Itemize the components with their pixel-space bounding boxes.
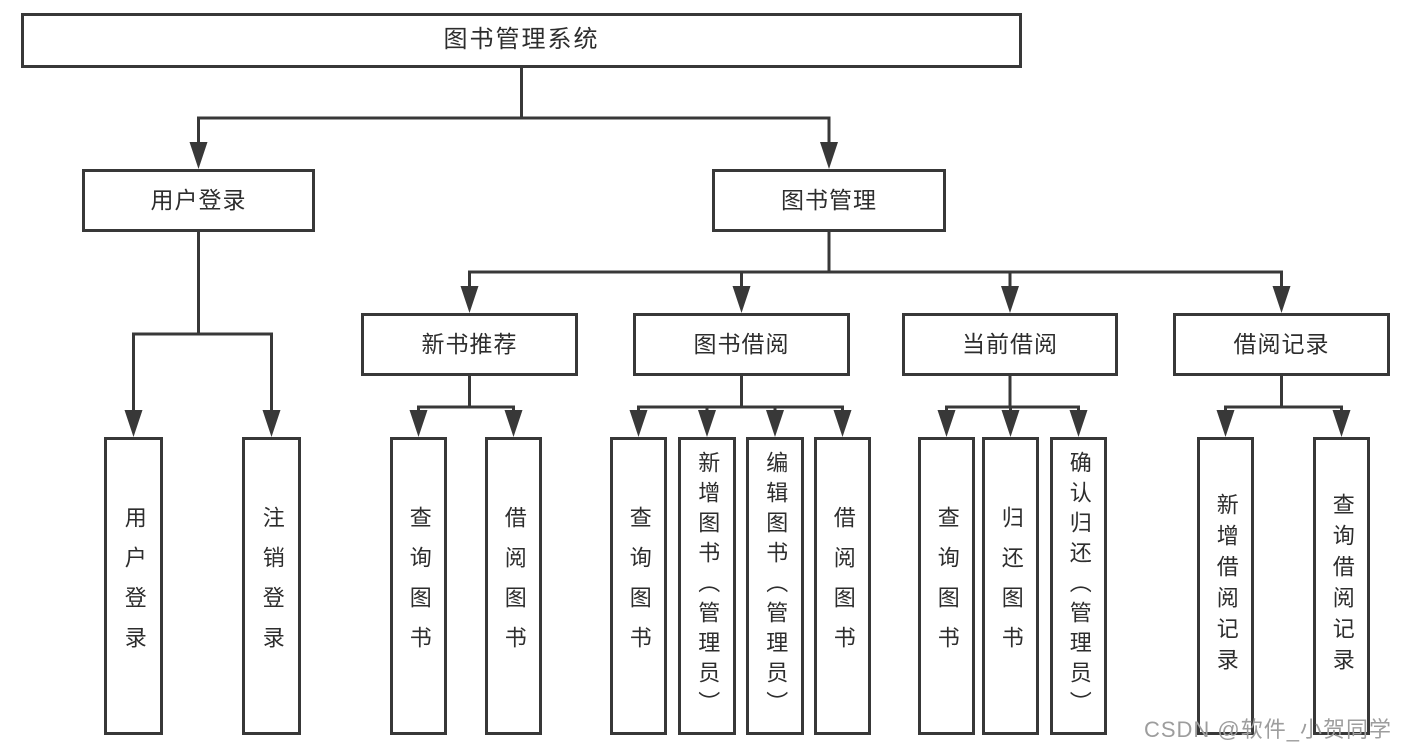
leaf-borrow-books-borrowing: 借阅图书 [814,437,871,735]
leaf-query-books-borrowing-label: 查询图书 [626,506,652,666]
node-new-book-recommend: 新书推荐 [361,313,578,376]
leaf-query-books-borrowing: 查询图书 [610,437,667,735]
node-borrow-records-label: 借阅记录 [1233,330,1330,357]
leaf-confirm-return-admin-label: 确认归还（管理员） [1066,451,1092,721]
node-book-management-label: 图书管理 [781,186,877,213]
node-book-borrowing-label: 图书借阅 [693,330,790,357]
node-user-login-label: 用户登录 [150,186,247,213]
leaf-borrow-books-borrowing-label: 借阅图书 [830,506,856,666]
leaf-add-book-admin-label: 新增图书（管理员） [695,451,721,721]
leaf-query-books-recommend-label: 查询图书 [406,506,432,666]
leaf-logout-label: 注销登录 [259,506,285,666]
watermark-text: CSDN @软件_小贺同学 [1143,717,1392,742]
node-user-login: 用户登录 [82,169,315,232]
leaf-user-login-label: 用户登录 [121,506,147,666]
leaf-confirm-return-admin: 确认归还（管理员） [1050,437,1107,735]
node-current-borrowing-label: 当前借阅 [962,330,1058,357]
node-root-label: 图书管理系统 [443,26,600,54]
leaf-return-book: 归还图书 [982,437,1039,735]
leaf-query-books-current-label: 查询图书 [934,506,960,666]
leaf-query-borrow-record: 查询借阅记录 [1313,437,1370,735]
node-book-management: 图书管理 [712,169,946,232]
node-new-book-recommend-label: 新书推荐 [421,330,518,357]
node-root: 图书管理系统 [21,13,1022,68]
leaf-borrow-books-recommend: 借阅图书 [485,437,542,735]
node-book-borrowing: 图书借阅 [633,313,850,376]
leaf-return-book-label: 归还图书 [998,506,1024,666]
leaf-logout: 注销登录 [242,437,301,735]
node-current-borrowing: 当前借阅 [902,313,1118,376]
leaf-user-login: 用户登录 [104,437,163,735]
leaf-query-borrow-record-label: 查询借阅记录 [1329,493,1355,679]
leaf-add-book-admin: 新增图书（管理员） [678,437,736,735]
leaf-query-books-current: 查询图书 [918,437,975,735]
leaf-add-borrow-record: 新增借阅记录 [1197,437,1254,735]
leaf-edit-book-admin-label: 编辑图书（管理员） [763,451,789,721]
leaf-add-borrow-record-label: 新增借阅记录 [1213,493,1239,679]
leaf-query-books-recommend: 查询图书 [390,437,447,735]
leaf-edit-book-admin: 编辑图书（管理员） [746,437,804,735]
leaf-borrow-books-recommend-label: 借阅图书 [501,506,527,666]
node-borrow-records: 借阅记录 [1173,313,1390,376]
